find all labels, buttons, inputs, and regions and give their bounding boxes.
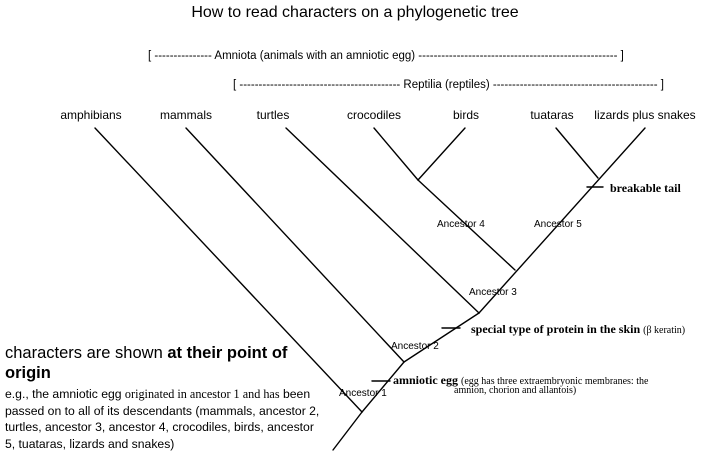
taxon-label-birds: birds — [452, 108, 480, 122]
page-title: How to read characters on a phylogenetic… — [191, 4, 519, 21]
character-name: breakable tail — [610, 181, 681, 195]
legend-example-note: e.g., the amniotic egg originated in anc… — [5, 386, 325, 452]
taxon-label-lizards-plus-snakes: lizards plus snakes — [594, 108, 696, 122]
branch-birds — [417, 127, 466, 181]
ancestor-label-4: Ancestor 4 — [437, 219, 485, 230]
branch-root-to-ancestor-1 — [332, 411, 363, 451]
branch-crocodiles — [373, 127, 419, 181]
character-name: amniotic egg — [393, 373, 458, 387]
branch-tuataras — [555, 127, 599, 179]
character-note: (β keratin) — [643, 325, 686, 336]
legend-lead: characters are shown at their point of o… — [5, 343, 295, 383]
taxon-label-mammals: mammals — [159, 108, 213, 122]
legend-note-text-1: e.g., the amniotic egg — [5, 387, 125, 401]
branch-mammals — [185, 127, 405, 363]
taxon-label-amphibians: amphibians — [60, 108, 122, 122]
ancestor-label-3: Ancestor 3 — [469, 287, 517, 298]
branch-ancestor-2-to-ancestor-3 — [403, 312, 480, 363]
taxon-label-tuataras: tuataras — [530, 108, 574, 122]
taxon-label-turtles: turtles — [256, 108, 290, 122]
legend-lead-text: characters are shown — [5, 344, 168, 362]
legend-lead-emphasis: at their point of origin — [5, 344, 288, 382]
taxon-label-crocodiles: crocodiles — [346, 108, 402, 122]
ancestor-label-5: Ancestor 5 — [534, 219, 582, 230]
character-note-line-1: (egg has three extraembryonic membranes:… — [461, 376, 649, 387]
character-label-breakable-tail: breakable tail — [610, 181, 681, 196]
branch-ancestor-3-to-ancestor-5 — [478, 127, 646, 314]
character-label-beta-keratin: special type of protein in the skin (β k… — [471, 322, 685, 337]
bracket-reptilia: [ --------------------------------------… — [233, 79, 664, 91]
legend-note-text-2: been passed on to all of its descendants… — [5, 387, 320, 451]
branch-amphibians — [94, 127, 363, 413]
ancestor-label-1: Ancestor 1 — [339, 388, 387, 399]
character-note-line-2: amnion, chorion and allantois) — [454, 385, 577, 396]
legend-note-serif-text: originated in ancestor 1 and has — [124, 387, 280, 401]
character-label-amniotic-egg: amniotic egg (egg has three extraembryon… — [393, 373, 648, 388]
branch-ancestor-3-to-ancestor-4 — [417, 179, 516, 271]
character-name: special type of protein in the skin — [471, 322, 641, 336]
ancestor-label-2: Ancestor 2 — [391, 341, 439, 352]
branch-turtles — [285, 127, 480, 314]
branch-ancestor-1-to-ancestor-2 — [361, 361, 405, 413]
bracket-amniota: [ --------------- Amniota (animals with … — [148, 50, 624, 62]
